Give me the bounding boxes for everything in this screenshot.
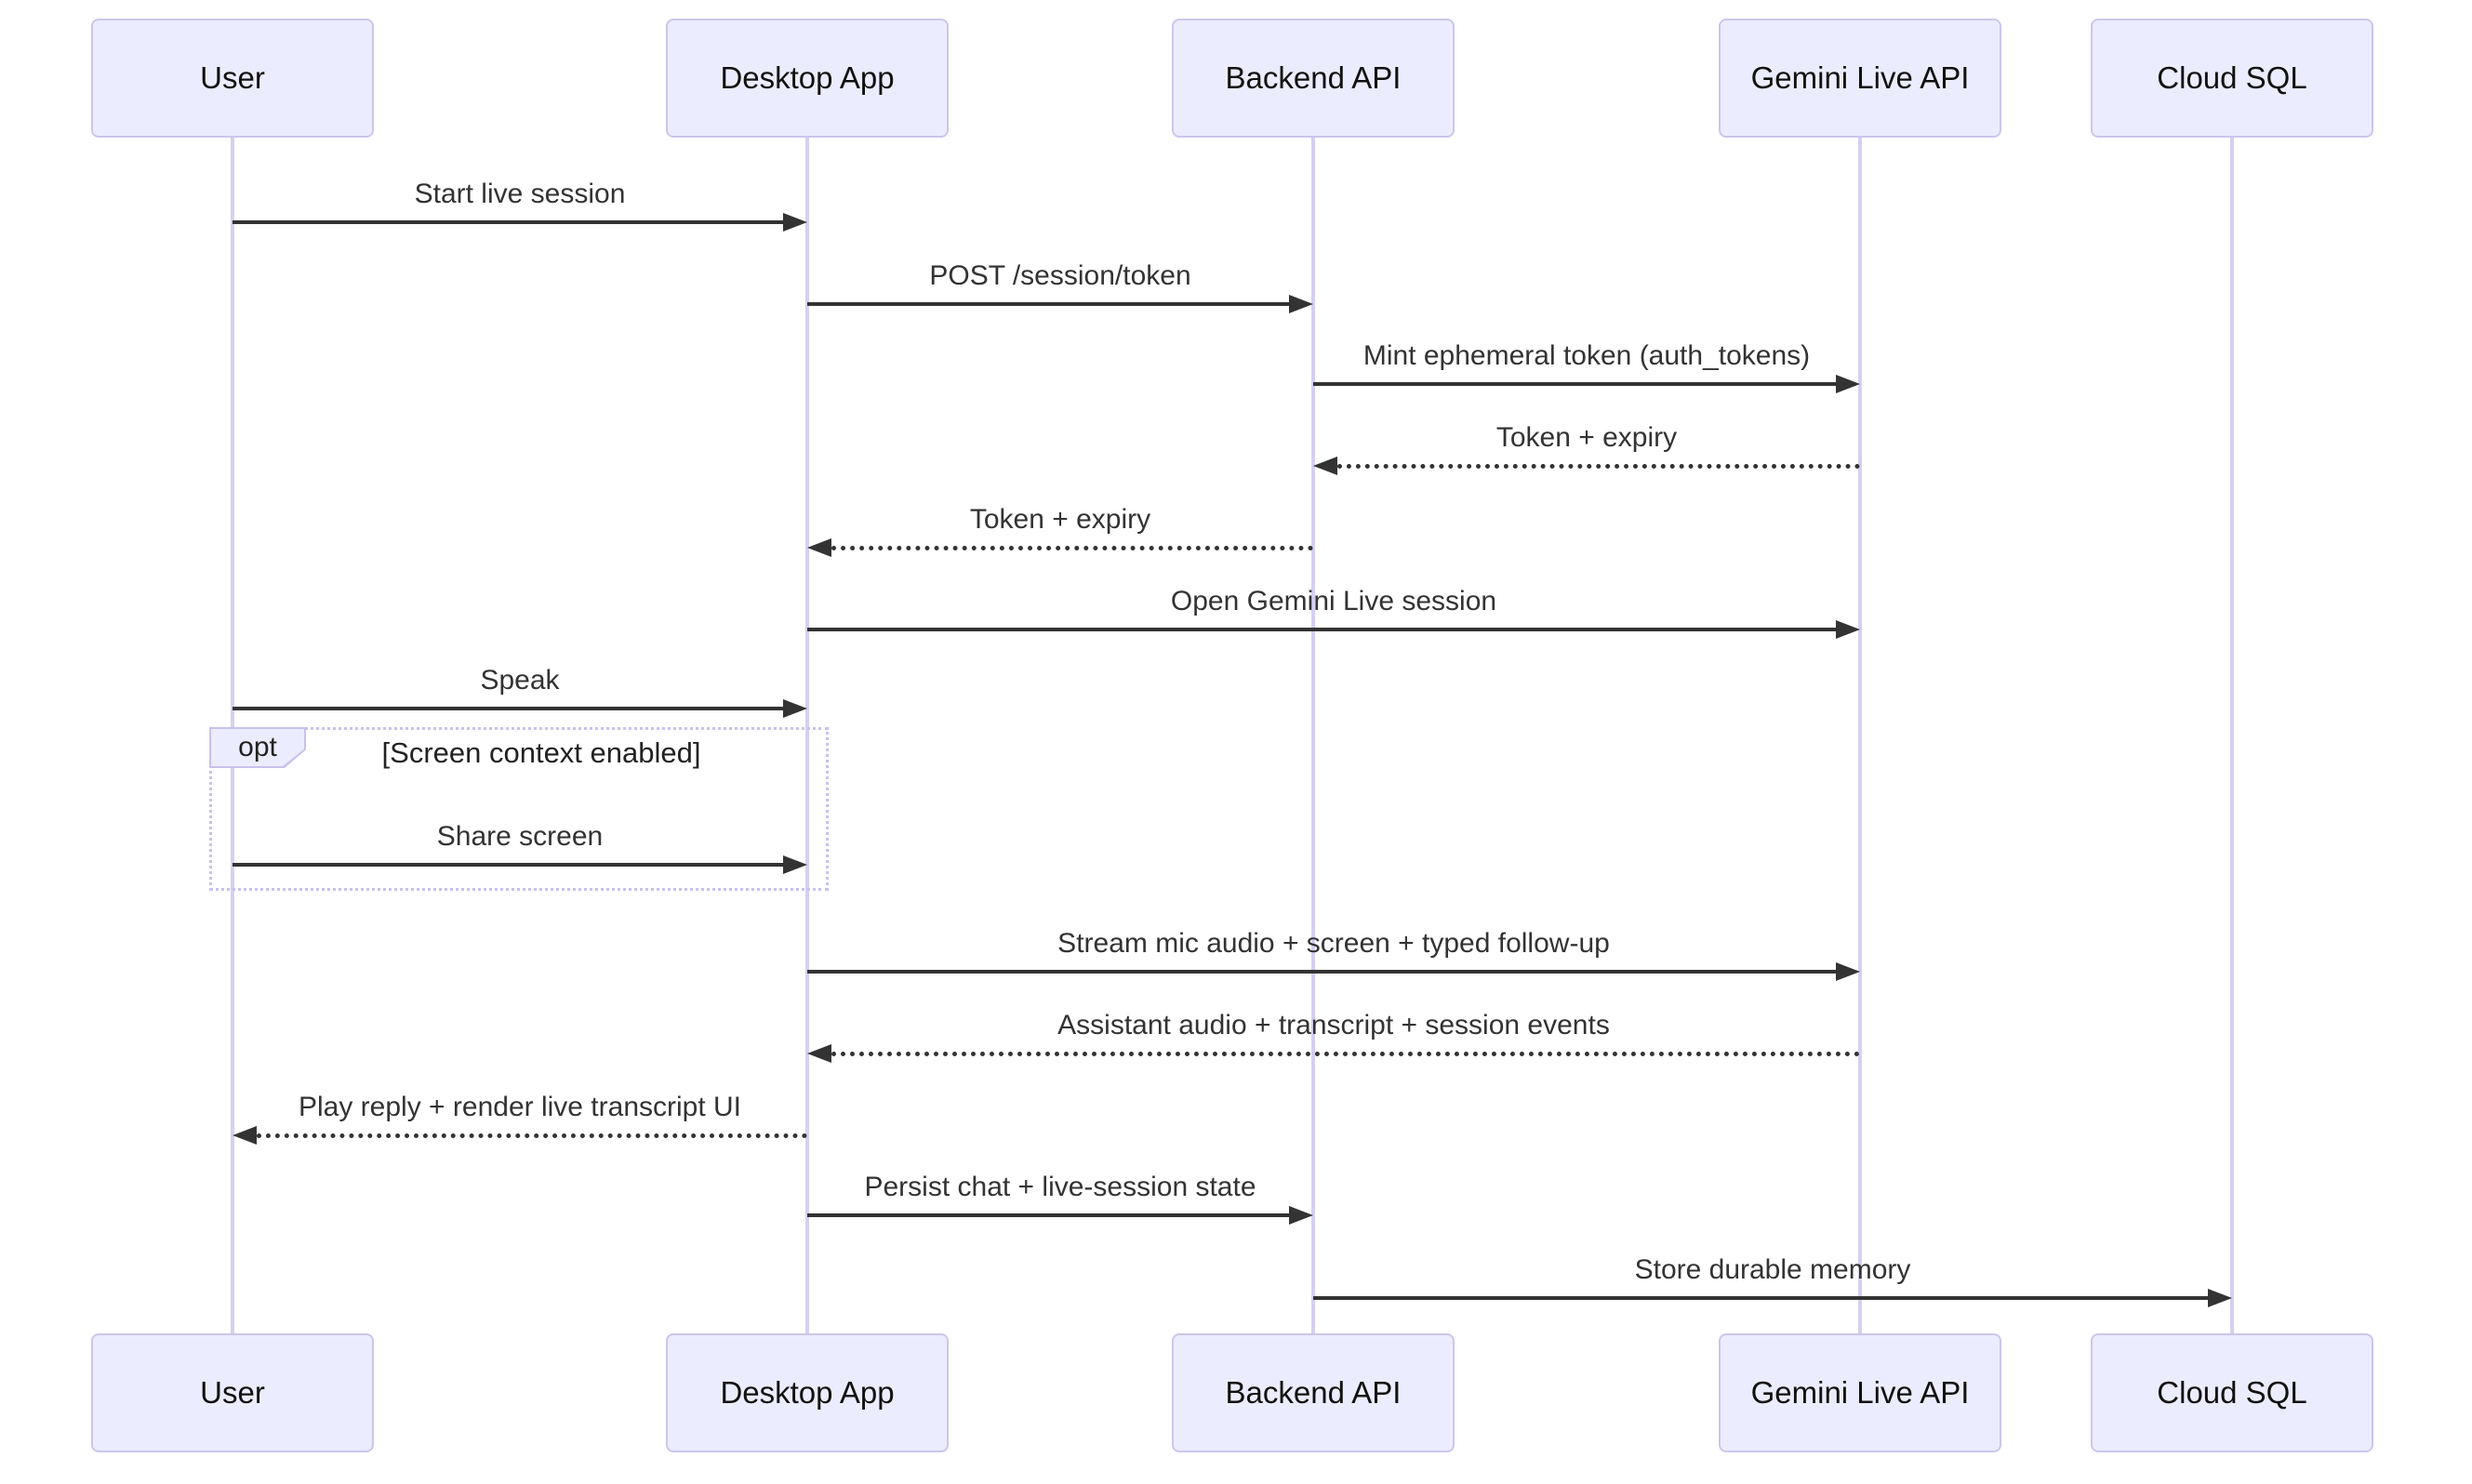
actor-label: Backend API xyxy=(1225,60,1402,95)
message-label-11: Persist chat + live-session state xyxy=(864,1172,1256,1202)
actor-box-top-user: User xyxy=(91,19,374,138)
message-label-2: Mint ephemeral token (auth_tokens) xyxy=(1362,340,1811,371)
message-line-7 xyxy=(233,863,783,867)
arrowhead-1 xyxy=(1289,295,1313,313)
message-line-5 xyxy=(807,628,1836,631)
arrowhead-12 xyxy=(2208,1289,2232,1307)
message-line-4 xyxy=(831,546,1313,550)
message-label-0: Start live session xyxy=(414,179,626,209)
arrowhead-4 xyxy=(807,538,831,557)
opt-condition-label: [Screen context enabled] xyxy=(381,736,701,769)
message-line-2 xyxy=(1313,382,1836,386)
message-line-6 xyxy=(233,707,783,710)
message-label-5: Open Gemini Live session xyxy=(1170,586,1497,616)
lifeline-desktop-app xyxy=(805,138,809,1333)
opt-keyword-label: opt xyxy=(238,732,277,762)
message-line-1 xyxy=(807,302,1289,306)
message-label-3: Token + expiry xyxy=(1495,422,1678,453)
message-label-4: Token + expiry xyxy=(969,504,1151,535)
message-line-8 xyxy=(807,970,1836,974)
lifeline-cloud-sql xyxy=(2230,138,2234,1333)
arrowhead-10 xyxy=(233,1126,257,1145)
actor-label: Backend API xyxy=(1225,1375,1402,1410)
actor-box-top-desktop-app: Desktop App xyxy=(666,19,949,138)
arrowhead-7 xyxy=(783,855,807,874)
opt-keyword-tab: opt xyxy=(209,727,306,768)
message-label-12: Store durable memory xyxy=(1634,1254,1911,1285)
actor-box-bottom-gemini-live-api: Gemini Live API xyxy=(1719,1333,2001,1452)
actor-label: Gemini Live API xyxy=(1750,60,1970,95)
message-line-3 xyxy=(1337,464,1860,469)
actor-box-bottom-desktop-app: Desktop App xyxy=(666,1333,949,1452)
message-line-11 xyxy=(807,1213,1289,1217)
arrowhead-2 xyxy=(1836,375,1860,393)
actor-box-bottom-user: User xyxy=(91,1333,374,1452)
actor-label: Desktop App xyxy=(720,1375,895,1410)
actor-label: Cloud SQL xyxy=(2157,1375,2307,1410)
arrowhead-6 xyxy=(783,699,807,718)
opt-block xyxy=(209,727,829,891)
actor-box-top-cloud-sql: Cloud SQL xyxy=(2091,19,2373,138)
message-label-6: Speak xyxy=(480,665,560,696)
actor-label: Cloud SQL xyxy=(2157,60,2307,95)
message-line-10 xyxy=(257,1133,807,1138)
message-label-1: POST /session/token xyxy=(929,260,1191,291)
arrowhead-3 xyxy=(1313,457,1337,475)
message-label-7: Share screen xyxy=(436,821,604,852)
actor-box-bottom-backend-api: Backend API xyxy=(1172,1333,1455,1452)
opt-keyword-tab-fill: opt xyxy=(211,729,304,766)
message-label-9: Assistant audio + transcript + session e… xyxy=(1057,1010,1610,1040)
actor-label: User xyxy=(200,1375,265,1410)
lifeline-backend-api xyxy=(1311,138,1315,1333)
actor-label: User xyxy=(200,60,265,95)
arrowhead-0 xyxy=(783,213,807,232)
actor-label: Gemini Live API xyxy=(1750,1375,1970,1410)
actor-label: Desktop App xyxy=(720,60,895,95)
arrowhead-9 xyxy=(807,1044,831,1063)
actor-box-top-gemini-live-api: Gemini Live API xyxy=(1719,19,2001,138)
message-label-10: Play reply + render live transcript UI xyxy=(298,1092,742,1122)
lifeline-gemini-live-api xyxy=(1858,138,1862,1333)
message-line-9 xyxy=(831,1052,1860,1056)
message-line-0 xyxy=(233,220,783,224)
arrowhead-11 xyxy=(1289,1206,1313,1225)
actor-box-top-backend-api: Backend API xyxy=(1172,19,1455,138)
message-label-8: Stream mic audio + screen + typed follow… xyxy=(1057,928,1610,959)
arrowhead-5 xyxy=(1836,620,1860,639)
message-line-12 xyxy=(1313,1296,2208,1300)
arrowhead-8 xyxy=(1836,962,1860,981)
actor-box-bottom-cloud-sql: Cloud SQL xyxy=(2091,1333,2373,1452)
